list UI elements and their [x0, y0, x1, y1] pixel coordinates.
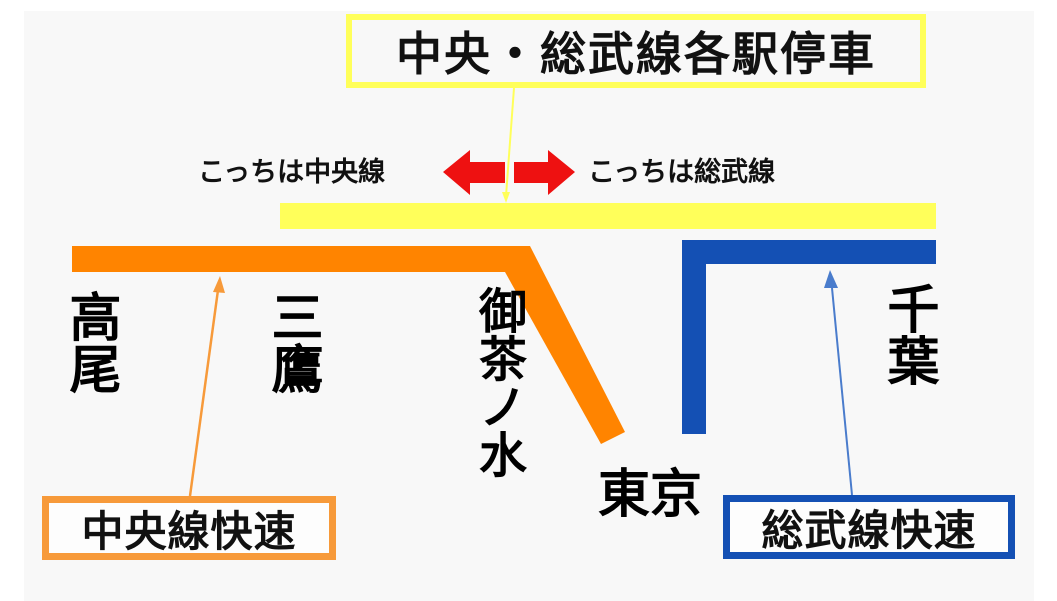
sobu-direction-label: こっちは総武線 — [588, 157, 776, 188]
station-takao: 高尾 — [60, 290, 120, 394]
station-mitaka: 三鷹 — [262, 290, 322, 394]
station-chiba: 千葉 — [878, 282, 938, 386]
local-line-title: 中央・総武線各駅停車 — [396, 27, 876, 81]
sobu-rapid-label-box: 総武線快速 — [723, 495, 1015, 559]
sobu-rapid-line-vertical — [682, 240, 706, 434]
station-ochanomizu: 御茶ノ水 — [470, 286, 526, 478]
chuo-rapid-label-box: 中央線快速 — [42, 496, 336, 560]
local-line-bar — [280, 203, 936, 229]
sobu-rapid-line-horizontal — [682, 240, 936, 264]
sobu-rapid-label: 総武線快速 — [761, 505, 977, 555]
chuo-rapid-label: 中央線快速 — [81, 506, 297, 556]
station-tokyo: 東京 — [598, 465, 703, 525]
chuo-direction-label: こっちは中央線 — [198, 157, 386, 188]
local-line-title-box: 中央・総武線各駅停車 — [346, 14, 926, 88]
chuo-rapid-line-bar — [72, 246, 518, 272]
